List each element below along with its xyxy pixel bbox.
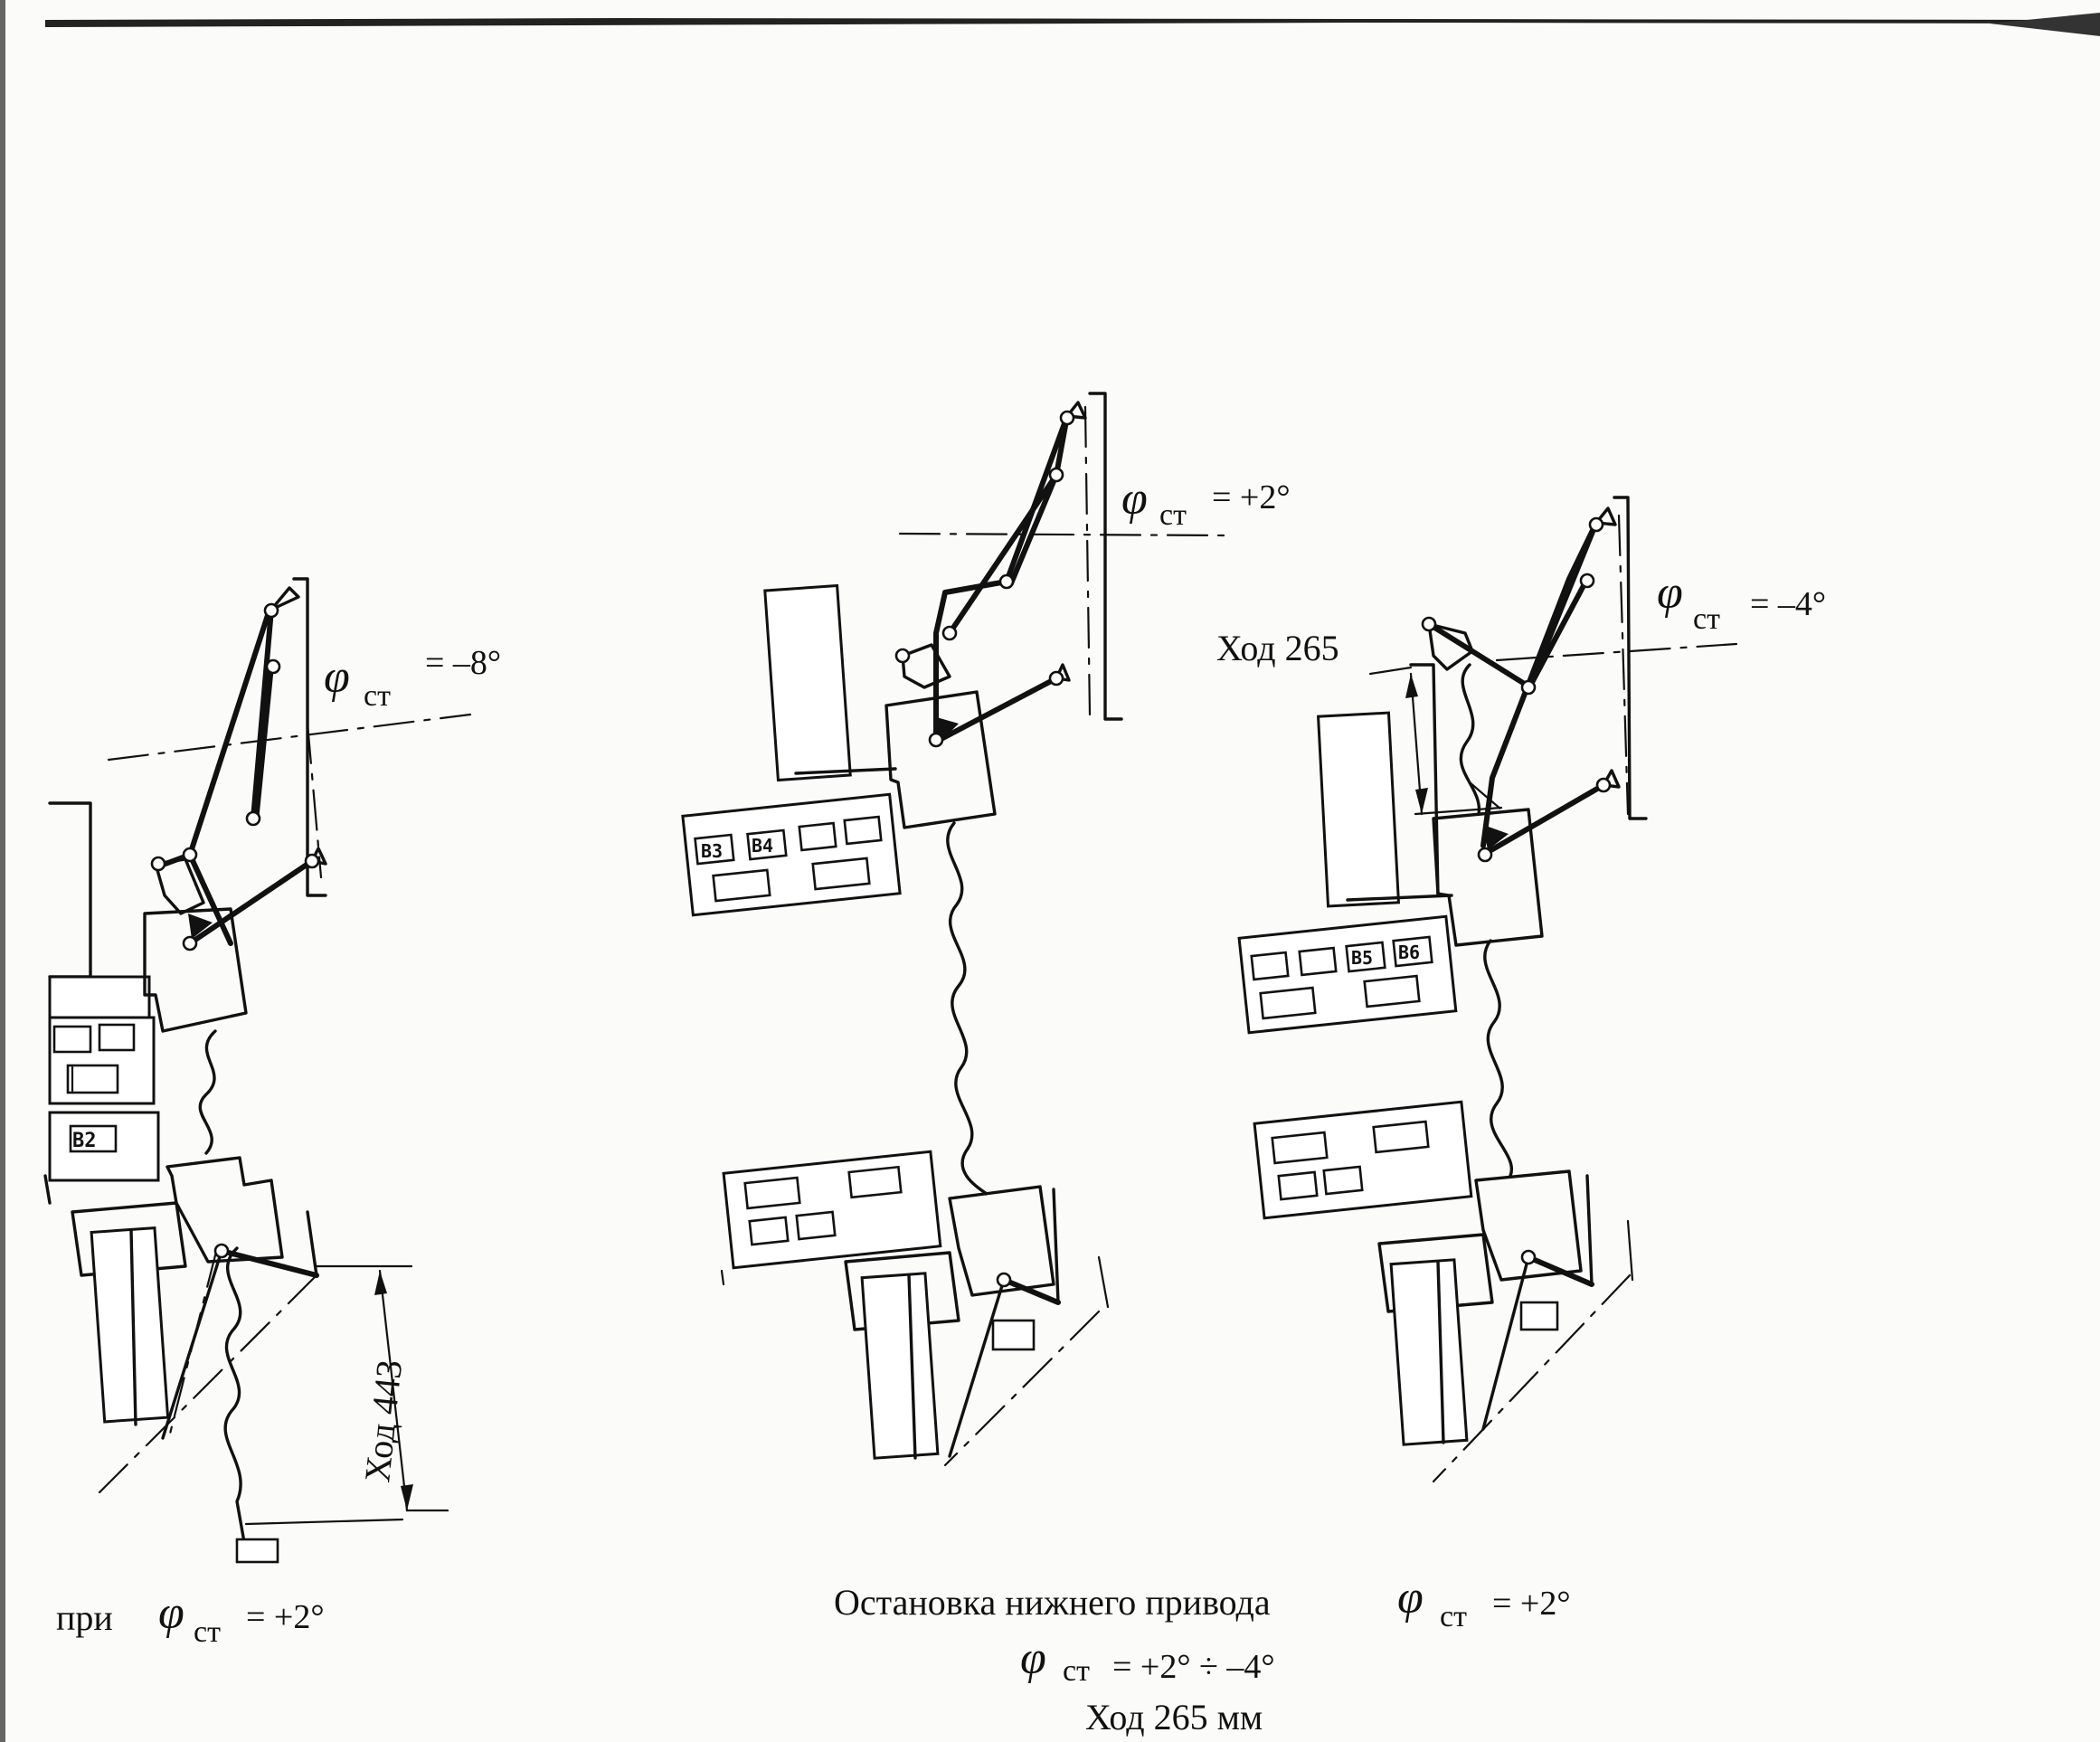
left-caption-phi: φ [158, 1587, 184, 1639]
block-b3-label: В3 [701, 840, 723, 862]
block-b4-label: В4 [752, 835, 773, 857]
left-caption-sub: ст [194, 1615, 221, 1649]
left-caption-value: = +2° [246, 1598, 325, 1636]
caption-line1-text: Остановка нижнего привода [834, 1582, 1271, 1623]
block-b5 [1345, 941, 1386, 973]
angle-sub-left: ст [364, 679, 391, 713]
block-b2 [69, 1124, 118, 1153]
block-b4 [746, 828, 788, 861]
angle-label-right: φ [1657, 567, 1683, 619]
caption-line1-value: = +2° [1492, 1585, 1571, 1623]
block-b5-label: В5 [1351, 947, 1373, 969]
angle-label-middle: φ [1121, 473, 1148, 525]
middle-lower-column [860, 1272, 940, 1460]
scheme-middle: В3 В4 [681, 392, 1291, 1467]
scheme-left: В2 φ ст = –8° [43, 577, 501, 1649]
left-lower-column [90, 1226, 170, 1424]
angle-value-right: = –4° [1750, 585, 1826, 623]
block-b6-label: В6 [1398, 942, 1420, 963]
main-caption: Остановка нижнего привода φ ст = +2° φ с… [834, 1572, 1571, 1737]
angle-value-left: = –8° [425, 644, 501, 682]
angle-sub-right: ст [1693, 602, 1720, 636]
caption-line2-phi: φ [1020, 1633, 1046, 1684]
scheme-right: В5 В6 [1216, 496, 1826, 1483]
right-lower-column [1389, 1258, 1469, 1446]
caption-line2-value: = +2° ÷ –4° [1112, 1648, 1275, 1686]
caption-line3: Ход 265 мм [1085, 1697, 1263, 1737]
middle-upper-column [763, 583, 852, 782]
block-b3 [694, 833, 735, 866]
stroke-label-right: Ход 265 [1216, 628, 1339, 668]
angle-value-middle: = +2° [1212, 478, 1291, 516]
block-b2-label: В2 [72, 1130, 97, 1152]
block-b6 [1392, 935, 1433, 968]
caption-line1-sub: ст [1440, 1600, 1467, 1633]
angle-sub-middle: ст [1159, 498, 1187, 532]
left-caption-prefix: при [56, 1597, 113, 1638]
right-upper-column [1316, 711, 1401, 908]
caption-line2-sub: ст [1063, 1654, 1090, 1688]
caption-line1-phi: φ [1397, 1572, 1424, 1624]
angle-label-left: φ [324, 651, 350, 703]
middle-block-panel-lower [722, 1150, 942, 1270]
